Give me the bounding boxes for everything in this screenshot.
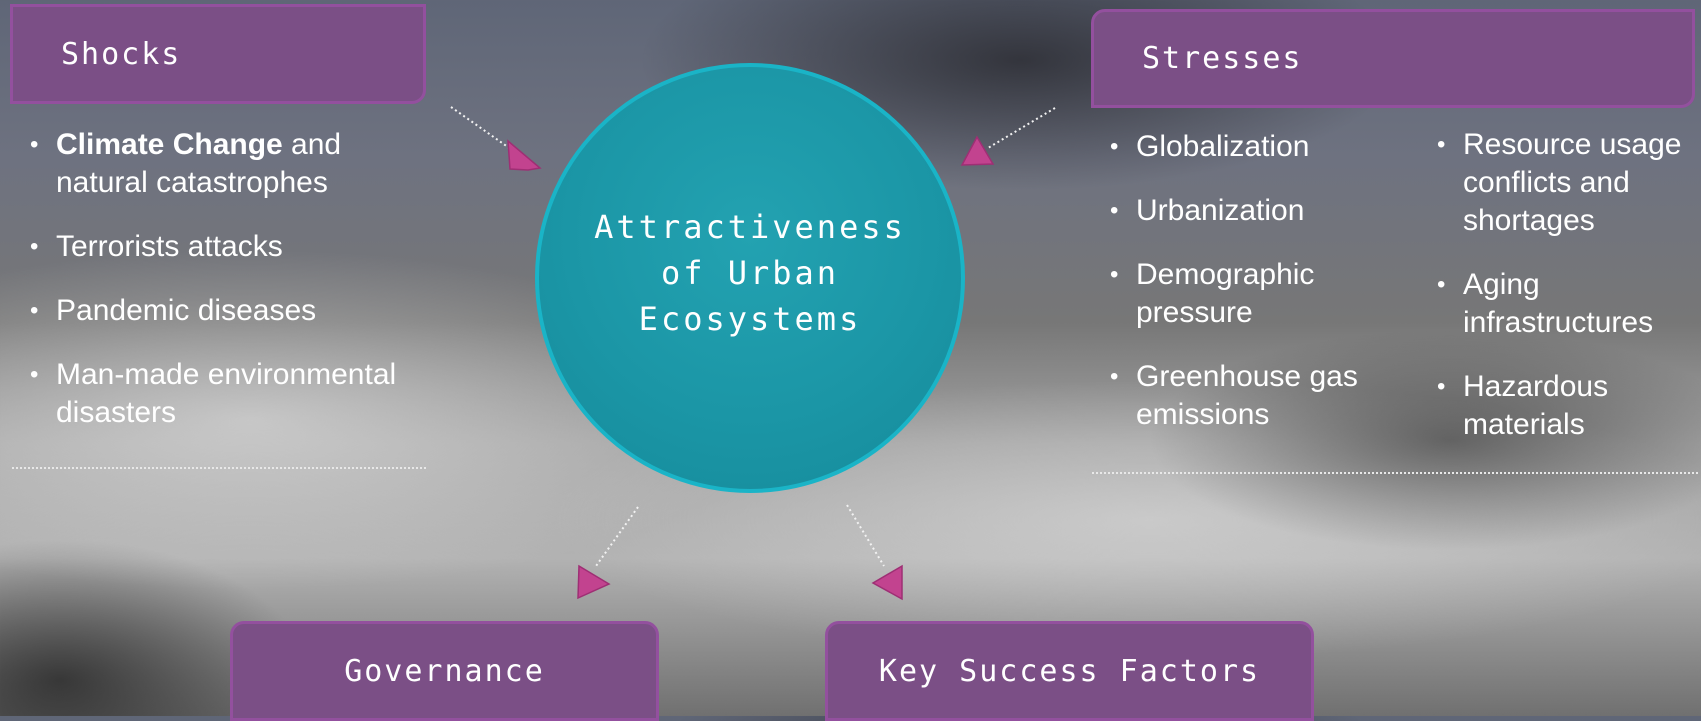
stresses-list-column2: Resource usage conflicts and shortages A… [1427, 126, 1697, 470]
center-circle: Attractiveness of Urban Ecosystems [535, 63, 965, 493]
shocks-item-bold: Climate Change [56, 128, 283, 161]
arrow-governance-head [577, 564, 611, 600]
shocks-item-pandemic: Pandemic diseases [20, 292, 440, 330]
arrow-shocks-line [450, 106, 516, 153]
stresses-item: Urbanization [1100, 192, 1400, 230]
stresses-box: Stresses [1091, 9, 1695, 108]
arrow-ksf-line [846, 504, 885, 567]
stresses-list-column1: Globalization Urbanization Demographic p… [1100, 128, 1400, 460]
stresses-item: Aging infrastructures [1427, 266, 1697, 342]
shocks-item-manmade: Man-made environmental disasters [20, 356, 440, 432]
center-label: Attractiveness of Urban Ecosystems [594, 208, 906, 338]
shocks-item-text: Pandemic diseases [56, 294, 317, 327]
stresses-item: Greenhouse gas emissions [1100, 358, 1400, 434]
key-success-factors-title: Key Success Factors [878, 653, 1261, 689]
shocks-item-text: Man-made environmental disasters [56, 358, 397, 429]
stresses-divider [1092, 472, 1698, 474]
governance-title: Governance [344, 653, 545, 689]
shocks-title: Shocks [61, 36, 182, 72]
stresses-item: Demographic pressure [1100, 256, 1400, 332]
shocks-item-text: and natural catastrophes [56, 128, 342, 199]
arrow-shocks-head [507, 139, 542, 171]
shocks-item-text: Terrorists attacks [56, 230, 283, 263]
arrow-ksf-head [871, 564, 903, 601]
shocks-list: Climate Change and natural catastrophes … [20, 126, 440, 458]
key-success-factors-box: Key Success Factors [825, 621, 1314, 721]
stresses-title: Stresses [1142, 41, 1303, 76]
stresses-item: Globalization [1100, 128, 1400, 166]
governance-box: Governance [230, 621, 659, 721]
shocks-box: Shocks [10, 4, 426, 104]
shocks-item-climate: Climate Change and natural catastrophes [20, 126, 440, 202]
shocks-item-terror: Terrorists attacks [20, 228, 440, 266]
shocks-divider [12, 467, 426, 469]
stresses-item: Resource usage conflicts and shortages [1427, 126, 1697, 240]
stresses-item: Hazardous materials [1427, 368, 1697, 444]
arrow-stresses-line [987, 107, 1056, 149]
arrow-governance-line [595, 506, 639, 567]
arrow-stresses-head [960, 135, 995, 166]
